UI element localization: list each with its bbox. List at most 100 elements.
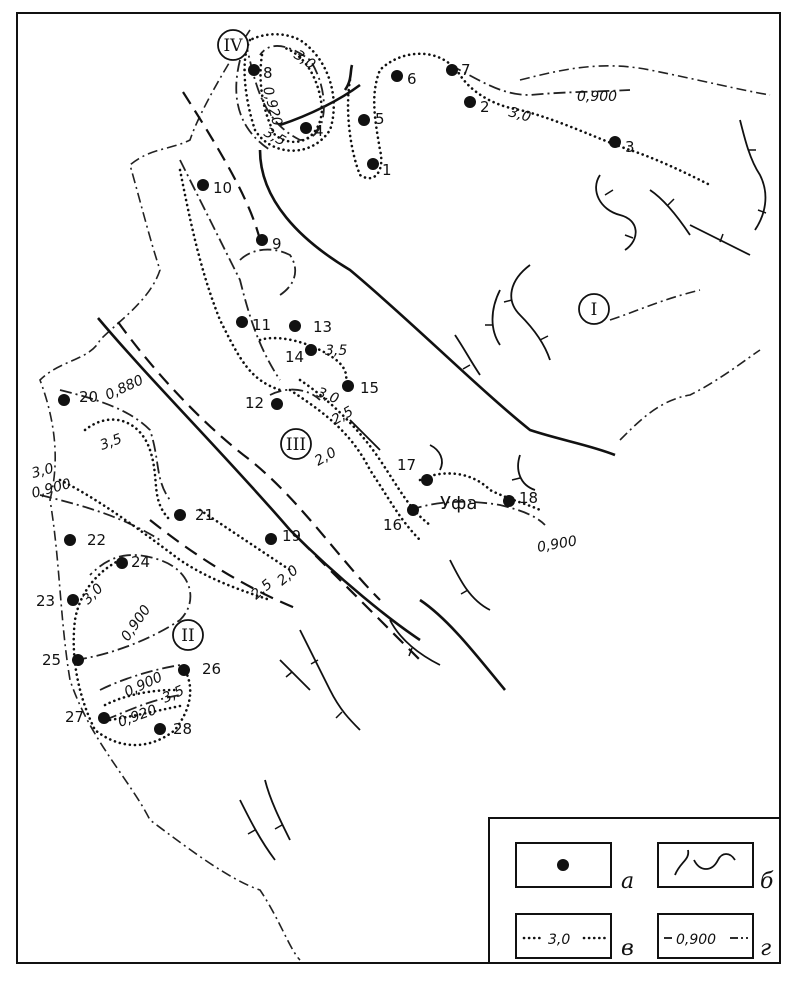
well-marker xyxy=(67,594,79,606)
well-marker xyxy=(503,495,515,507)
zone-circle xyxy=(578,293,610,325)
well-markers xyxy=(58,64,621,735)
isoline-label: 0,920 xyxy=(116,702,159,731)
isoline-label: 0,900 xyxy=(577,89,617,105)
isoline-label: 3,0 xyxy=(507,104,533,125)
well-label: 8 xyxy=(263,64,273,82)
well-marker xyxy=(391,70,403,82)
zone-circle xyxy=(280,428,312,460)
well-label: 7 xyxy=(461,61,471,79)
isoline-label: 2,5 xyxy=(248,576,275,603)
legend-box-v xyxy=(515,913,612,959)
well-marker xyxy=(98,712,110,724)
well-label: 24 xyxy=(131,553,150,571)
well-marker xyxy=(197,179,209,191)
well-label: 14 xyxy=(285,348,304,366)
well-label: 22 xyxy=(87,531,106,549)
well-legend-icon xyxy=(557,859,569,871)
city-label: Уфа xyxy=(440,493,477,514)
well-label: 26 xyxy=(202,660,221,678)
zone-label-iii: III xyxy=(286,435,306,455)
well-label: 19 xyxy=(282,527,301,545)
well-label: 27 xyxy=(65,708,84,726)
well-marker xyxy=(305,344,317,356)
well-marker xyxy=(464,96,476,108)
well-marker xyxy=(256,234,268,246)
dashed-lines xyxy=(117,91,421,661)
zone-label-iv: IV xyxy=(224,36,244,56)
boundary-lines xyxy=(39,29,771,961)
well-marker xyxy=(300,122,312,134)
legend-label-v: в xyxy=(621,936,634,961)
well-label: 23 xyxy=(36,592,55,610)
legend-label-a: а xyxy=(621,869,634,894)
contour-lines xyxy=(239,119,767,861)
well-marker xyxy=(64,534,76,546)
well-marker xyxy=(116,557,128,569)
isoline-label: 0,920 xyxy=(259,85,285,128)
legend-value-g: 0,900 xyxy=(676,932,716,948)
well-label: 2 xyxy=(480,98,490,116)
well-marker xyxy=(236,316,248,328)
isoline-label: 3,5 xyxy=(98,431,124,454)
well-label: 13 xyxy=(313,318,332,336)
well-marker xyxy=(72,654,84,666)
isoline-label: 3,5 xyxy=(325,343,347,359)
legend-box-b xyxy=(657,842,754,888)
well-marker xyxy=(271,398,283,410)
well-marker xyxy=(367,158,379,170)
legend-box-g xyxy=(657,913,754,959)
well-label: 25 xyxy=(42,651,61,669)
contour-ticks xyxy=(247,149,767,835)
well-label: 6 xyxy=(407,70,417,88)
well-label: 21 xyxy=(195,506,214,524)
well-marker xyxy=(174,509,186,521)
map-frame xyxy=(16,12,781,964)
well-marker xyxy=(178,664,190,676)
well-marker xyxy=(421,474,433,486)
isoline-label: 3,0 xyxy=(315,385,341,408)
density-isolines xyxy=(39,39,631,721)
well-label: 18 xyxy=(519,489,538,507)
well-label: 10 xyxy=(213,179,232,197)
well-label: 12 xyxy=(245,394,264,412)
legend: а б 3,0 в 0,900 г xyxy=(515,842,774,961)
well-marker xyxy=(58,394,70,406)
fault-lines xyxy=(97,64,616,691)
isoline-labels: 3,0 0,920 3,5 0,900 3,0 3,5 3,0 2,5 2,0 … xyxy=(30,47,617,731)
well-label: 28 xyxy=(173,720,192,738)
isoline-label: 3,5 xyxy=(160,683,187,707)
zone-circle xyxy=(172,619,204,651)
zone-circle xyxy=(217,29,249,61)
well-marker xyxy=(248,64,260,76)
legend-label-b: б xyxy=(760,869,774,894)
isoline-label: 0,880 xyxy=(103,372,146,403)
well-marker xyxy=(265,533,277,545)
well-label: 17 xyxy=(397,456,416,474)
well-marker xyxy=(154,723,166,735)
well-label: 4 xyxy=(314,122,324,140)
well-label: 11 xyxy=(252,316,271,334)
isoline-label: 2,0 xyxy=(312,444,339,469)
well-label: 20 xyxy=(79,388,98,406)
well-marker xyxy=(407,504,419,516)
well-label: 9 xyxy=(272,235,282,253)
well-label: 16 xyxy=(383,516,402,534)
isoline-label: 3,0 xyxy=(80,581,107,608)
well-marker xyxy=(446,64,458,76)
well-marker xyxy=(358,114,370,126)
isoline-label: 2,5 xyxy=(329,403,356,428)
isoline-label: 3,0 xyxy=(30,461,56,482)
well-label: 5 xyxy=(375,110,385,128)
well-label: 15 xyxy=(360,379,379,397)
well-marker xyxy=(342,380,354,392)
well-labels: 1 2 3 4 5 6 7 8 9 10 11 12 13 14 15 16 1… xyxy=(36,61,635,738)
isoline-label: 0,900 xyxy=(536,533,578,556)
zone-label-i: I xyxy=(591,300,598,320)
well-label: 1 xyxy=(382,161,392,179)
legend-value-v: 3,0 xyxy=(548,932,570,948)
well-marker xyxy=(289,320,301,332)
well-marker xyxy=(609,136,621,148)
zone-label-ii: II xyxy=(181,626,194,646)
